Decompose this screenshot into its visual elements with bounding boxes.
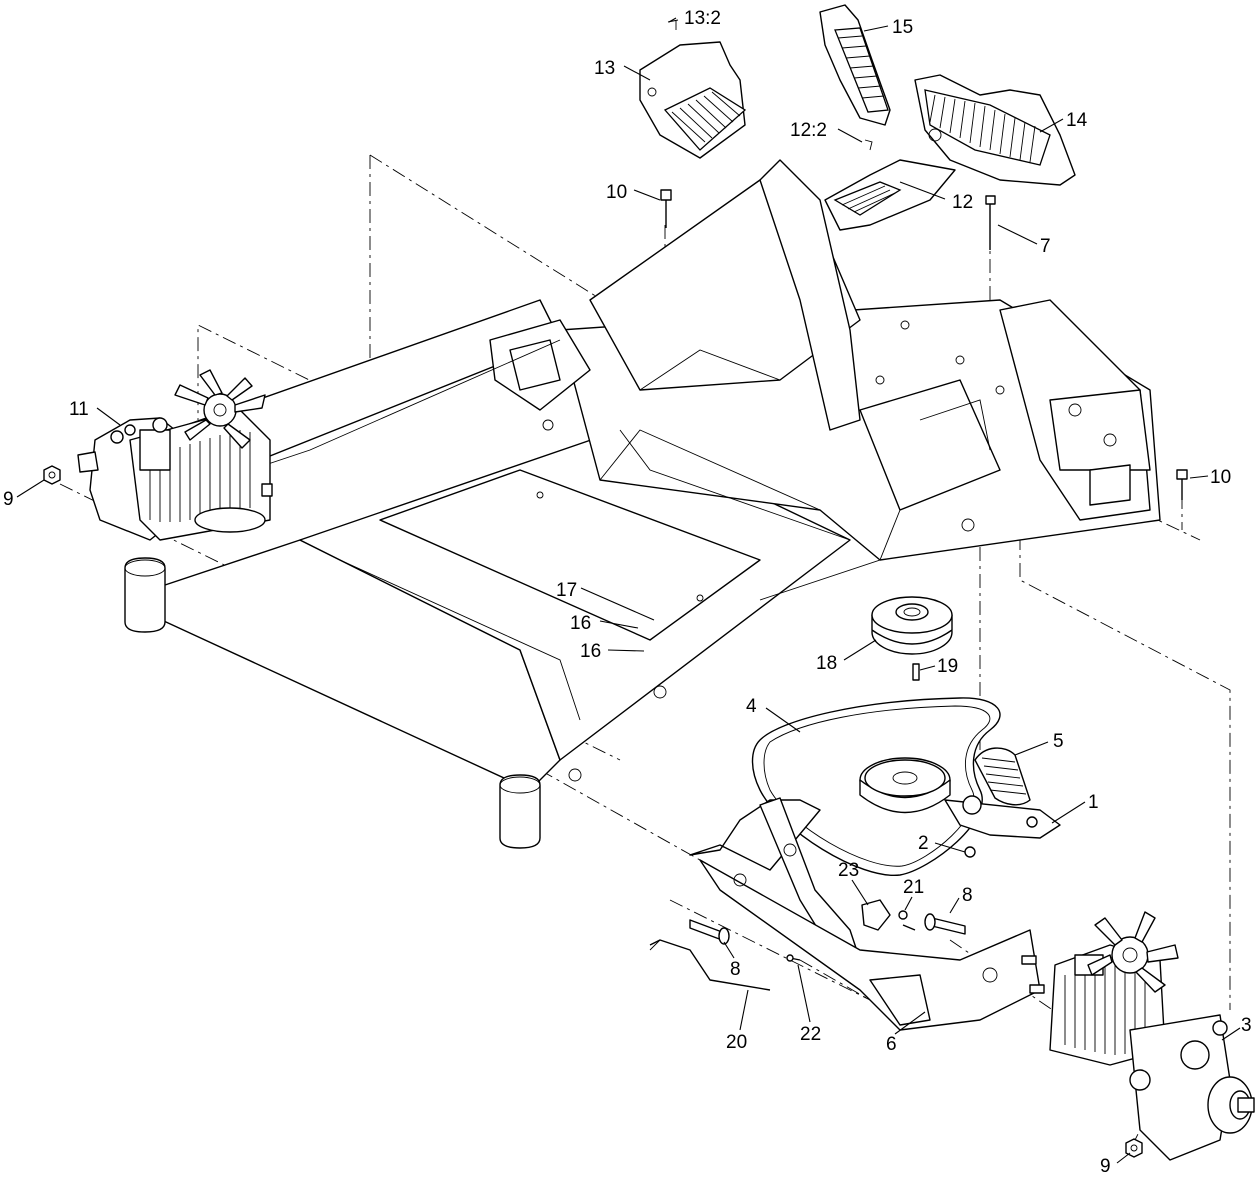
callout-18: 18 — [816, 653, 837, 674]
main-frame — [124, 159, 1161, 849]
callout-10-top: 10 — [606, 182, 627, 203]
callout-11: 11 — [69, 399, 89, 420]
pin-8-right — [924, 913, 966, 935]
callout-labels: 13:2 15 13 14 12:2 10 12 7 11 9 10 17 16… — [3, 8, 1252, 1177]
callout-12: 12 — [952, 192, 973, 213]
fasteners-21 — [898, 910, 916, 931]
callout-8-left: 8 — [730, 959, 741, 980]
shield-14 — [914, 74, 1076, 186]
nut-9-left — [43, 465, 61, 485]
callout-13: 13 — [594, 58, 615, 79]
idler-spring-5 — [974, 747, 1031, 806]
callout-8-right: 8 — [962, 885, 973, 906]
shield-13 — [639, 19, 747, 159]
callout-10-right: 10 — [1210, 467, 1231, 488]
callout-17: 17 — [556, 580, 577, 601]
callout-7: 7 — [1040, 236, 1051, 257]
callout-16-a: 16 — [570, 613, 591, 634]
callout-20: 20 — [726, 1032, 747, 1053]
callout-22: 22 — [800, 1024, 821, 1045]
callout-19: 19 — [937, 656, 958, 677]
callout-15: 15 — [892, 17, 913, 38]
mount-bracket-6 — [689, 797, 1045, 1031]
bolt-10-right — [1176, 469, 1188, 500]
shield-12 — [824, 139, 956, 231]
shield-15 — [819, 4, 891, 126]
callout-14: 14 — [1066, 110, 1088, 131]
callout-23: 23 — [838, 860, 859, 881]
callout-12-2: 12:2 — [790, 120, 827, 141]
callout-9-bottom: 9 — [1100, 1156, 1111, 1177]
pin-22 — [786, 954, 801, 962]
callout-16-b: 16 — [580, 641, 601, 662]
nut-9-bottom — [1125, 1138, 1143, 1158]
hydro-transaxle-right — [1049, 911, 1255, 1161]
bolt-10-top — [660, 189, 672, 228]
bracket-23 — [861, 899, 891, 931]
callout-21: 21 — [903, 877, 924, 898]
callout-1: 1 — [1088, 792, 1099, 813]
pulley-18 — [871, 596, 953, 655]
callout-9-left: 9 — [3, 489, 14, 510]
callout-3: 3 — [1241, 1015, 1252, 1036]
callout-6: 6 — [886, 1034, 897, 1055]
leader-lines — [16, 17, 1241, 1164]
idler-arm-1 — [944, 795, 1061, 839]
idler-pulley — [859, 757, 951, 814]
callout-5: 5 — [1053, 731, 1064, 752]
pin-8-left — [689, 919, 730, 945]
callout-2: 2 — [918, 833, 929, 854]
bolt-2 — [964, 846, 976, 858]
rod-20 — [649, 939, 771, 991]
bolt-7 — [985, 195, 996, 250]
callout-4: 4 — [746, 696, 757, 717]
callout-13-2: 13:2 — [684, 8, 721, 29]
key-19 — [912, 663, 920, 681]
hydro-transaxle-left — [77, 369, 273, 541]
